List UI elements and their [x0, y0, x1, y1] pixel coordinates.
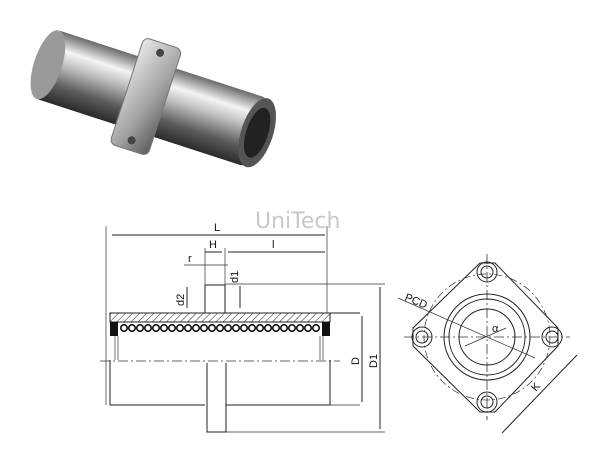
bearing-left-end — [30, 30, 66, 100]
ball — [176, 323, 185, 332]
label-d2: d2 — [175, 294, 187, 306]
label-d1: d1 — [229, 271, 241, 283]
flange-stem — [206, 363, 227, 433]
shell-section — [109, 312, 331, 323]
label-D1: D1 — [368, 354, 380, 368]
ball — [160, 323, 169, 332]
label-r: r — [188, 253, 192, 265]
ball — [255, 323, 264, 332]
ball — [200, 323, 209, 332]
flange-outline — [412, 262, 559, 413]
label-PCD: PCD — [403, 292, 429, 312]
ball — [120, 323, 129, 332]
ball — [311, 323, 320, 332]
flange-hole — [156, 48, 165, 57]
flange-boss — [204, 284, 226, 314]
ball — [136, 323, 145, 332]
ball — [279, 323, 288, 332]
ball — [295, 323, 304, 332]
bearing-flange — [110, 38, 182, 155]
ball — [287, 323, 296, 332]
label-alpha: α — [492, 323, 499, 335]
seal-right — [322, 322, 330, 336]
ball — [232, 323, 241, 332]
ball — [216, 323, 225, 332]
ball — [271, 323, 280, 332]
bearing-bore — [243, 107, 271, 158]
seal-left — [110, 322, 118, 336]
label-L: L — [214, 222, 220, 234]
label-l: l — [272, 239, 274, 251]
ball-row — [120, 323, 320, 332]
ball — [152, 323, 161, 332]
ball — [184, 323, 193, 332]
ball — [240, 323, 249, 332]
ball — [303, 323, 312, 332]
product-photo — [30, 30, 276, 168]
flange-view: PCD α K — [397, 254, 578, 434]
ball — [224, 323, 233, 332]
ball — [168, 323, 177, 332]
ball — [128, 323, 137, 332]
label-D: D — [350, 357, 362, 365]
dimension-K — [501, 354, 578, 434]
ball — [144, 323, 153, 332]
ball — [248, 323, 257, 332]
ball — [263, 323, 272, 332]
flange-hole — [127, 136, 136, 145]
label-H: H — [209, 239, 217, 251]
side-view: L H l r d1 d2 D D1 — [100, 222, 385, 433]
ball — [208, 323, 217, 332]
watermark: UniTech — [255, 209, 340, 234]
dimension-PCD — [397, 297, 536, 359]
ball — [192, 323, 201, 332]
